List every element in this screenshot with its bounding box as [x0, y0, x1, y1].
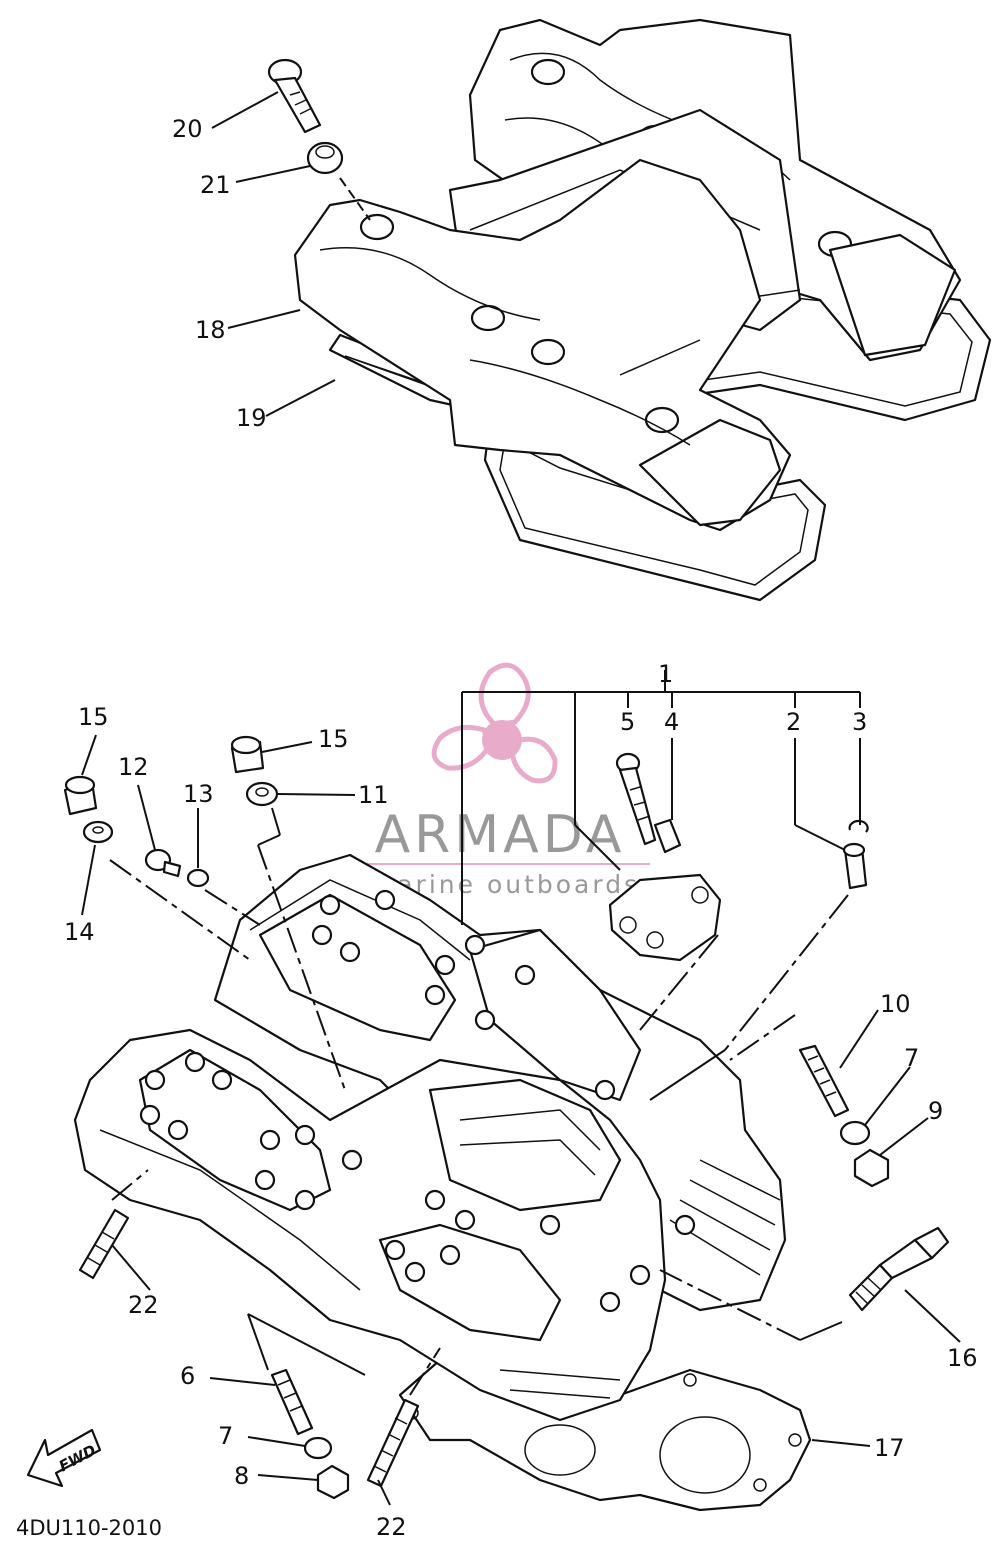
leader-11 — [277, 793, 356, 796]
leader-15-left — [81, 734, 97, 776]
leader-7-right — [864, 1066, 911, 1126]
leader-14 — [81, 844, 96, 916]
leader-22-left — [111, 1244, 151, 1291]
callout-1: 1 — [658, 660, 673, 688]
part-7-washer-right — [839, 1120, 871, 1146]
cover-bolt-hole — [359, 213, 395, 241]
part-12-bolt — [144, 848, 182, 878]
part-7-washer-bottom — [303, 1436, 333, 1460]
leader-9 — [879, 1117, 929, 1156]
callout-6: 6 — [180, 1362, 195, 1390]
callout-22-bottom: 22 — [376, 1513, 407, 1541]
leader-22-bottom — [377, 1479, 391, 1506]
part-13-washer — [186, 868, 210, 888]
cylinder-head-cover-assembly — [211, 18, 992, 602]
watermark-brand: ARMADA — [375, 805, 626, 865]
propeller-logo-icon — [431, 662, 558, 784]
callout-2: 2 — [786, 708, 801, 736]
leader-10 — [839, 1009, 879, 1069]
forward-arrow-icon: FWD — [26, 1428, 102, 1488]
callout-17: 17 — [874, 1434, 905, 1462]
callout-10: 10 — [880, 990, 911, 1018]
diagram-code: 4DU110-2010 — [16, 1516, 162, 1540]
part-20-bolt — [267, 58, 322, 134]
leader-7-bottom — [247, 1436, 306, 1447]
part-16-spark-plug — [848, 1226, 950, 1312]
leader-6 — [209, 1377, 276, 1386]
part-3-circlip — [848, 819, 869, 833]
leader-16 — [904, 1289, 961, 1343]
callout-3: 3 — [852, 708, 867, 736]
leader-21 — [235, 165, 311, 183]
part-10-stud — [798, 1044, 850, 1118]
head-nuts — [139, 889, 696, 1313]
part-22-stud-left — [78, 1208, 130, 1280]
callout-19: 19 — [236, 404, 267, 432]
leader-12 — [137, 784, 156, 851]
callout-7-right: 7 — [904, 1044, 919, 1072]
callout-5: 5 — [620, 708, 635, 736]
part-5-bolt — [615, 752, 657, 846]
part-11-washer — [245, 781, 279, 807]
callout-15-right: 15 — [318, 725, 349, 753]
callout-11: 11 — [358, 781, 389, 809]
armada-watermark: ARMADA marine outboards — [360, 662, 650, 899]
callout-7-bottom: 7 — [218, 1422, 233, 1450]
callout-12: 12 — [118, 753, 149, 781]
callout-4: 4 — [664, 708, 679, 736]
part-8-nut — [316, 1464, 350, 1500]
leader-8 — [257, 1474, 319, 1481]
cylinder-head-assembly — [63, 670, 961, 1512]
callout-14: 14 — [64, 918, 95, 946]
callout-21: 21 — [200, 171, 231, 199]
callout-22-left: 22 — [128, 1291, 159, 1319]
part-22-stud-bottom — [366, 1398, 420, 1488]
callout-15-left: 15 — [78, 703, 109, 731]
callout-9: 9 — [928, 1097, 943, 1125]
part-15-plug-left — [63, 775, 98, 816]
part-15-plug-right — [230, 735, 265, 774]
part-4-dowel-pin — [653, 818, 682, 854]
leader-15-right — [261, 741, 313, 753]
leader-17 — [811, 1439, 871, 1447]
part-9-nut — [853, 1148, 890, 1188]
part-21-grommet — [306, 141, 344, 175]
leader-18 — [227, 309, 301, 329]
callout-16: 16 — [947, 1344, 978, 1372]
assembly-bracket-1 — [461, 670, 861, 1101]
part-6-stud — [270, 1368, 314, 1436]
callout-8: 8 — [234, 1462, 249, 1490]
leader-19 — [265, 379, 336, 417]
callout-20: 20 — [172, 115, 203, 143]
callout-18: 18 — [195, 316, 226, 344]
leader-20 — [211, 91, 279, 129]
callout-13: 13 — [183, 780, 214, 808]
part-14-washer — [82, 820, 114, 844]
